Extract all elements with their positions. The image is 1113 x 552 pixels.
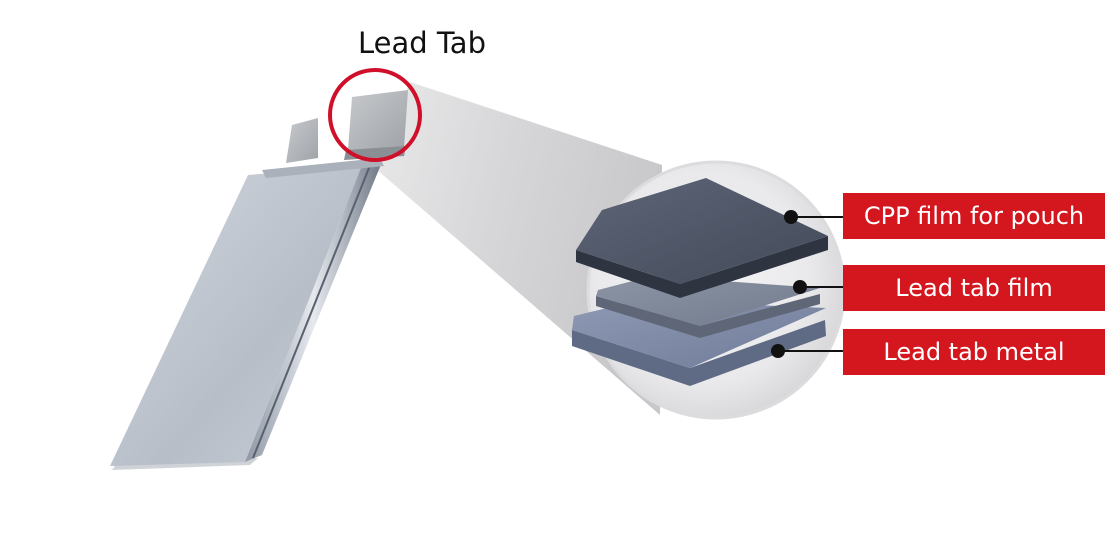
- pouch-top-seal: [262, 158, 384, 178]
- cpp-layer-top: [576, 178, 828, 284]
- film-layer-top: [596, 276, 820, 326]
- pouch-cell: [110, 90, 408, 470]
- leader-cpp: [784, 210, 843, 224]
- film-layer-side: [596, 294, 820, 338]
- cpp-layer-side: [576, 236, 828, 298]
- pouch-body: [110, 165, 362, 466]
- lead-tab-highlight-ring: [328, 68, 422, 162]
- tab-right: [348, 90, 408, 150]
- label-lead-tab-film: Lead tab film: [843, 265, 1105, 311]
- tab-left: [286, 118, 318, 163]
- label-cpp-film: CPP film for pouch: [843, 193, 1105, 239]
- label-lead-tab-metal: Lead tab metal: [843, 329, 1105, 375]
- lead-tab-title: Lead Tab: [358, 26, 486, 60]
- leader-film: [793, 280, 843, 294]
- pouch-seam: [252, 162, 372, 459]
- leader-dot-icon: [793, 280, 807, 294]
- leader-metal: [771, 344, 843, 358]
- leader-dot-icon: [784, 210, 798, 224]
- pouch-side-edge: [245, 162, 382, 462]
- leader-dot-icon: [771, 344, 785, 358]
